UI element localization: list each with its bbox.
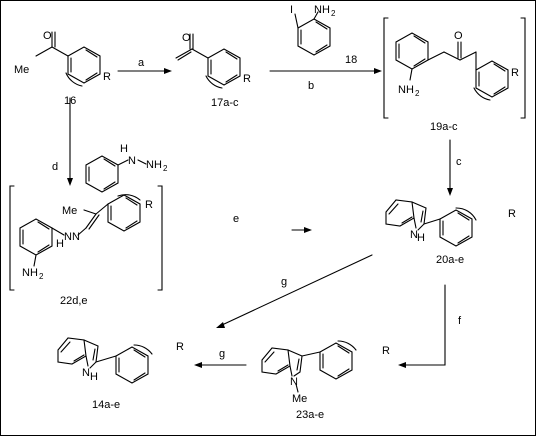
compound-22-label: 22d,e <box>60 295 88 307</box>
atom-r-19: R <box>511 67 519 79</box>
atom-n1-22: N <box>64 231 72 243</box>
atom-nh2-hydrazine-sub: 2 <box>163 164 168 173</box>
phenylhydrazine-structure <box>85 155 147 193</box>
atom-nh2-18: NH <box>314 4 330 16</box>
atom-o-16: O <box>43 30 52 42</box>
atom-me-16: Me <box>14 64 29 76</box>
reagent-18-label: 18 <box>345 54 357 66</box>
condition-c: c <box>456 156 462 168</box>
condition-b: b <box>308 80 314 92</box>
condition-e: e <box>233 213 239 225</box>
atom-nh2-19: NH <box>398 84 414 96</box>
compound-23-structure <box>261 340 357 393</box>
condition-f: f <box>458 315 462 327</box>
condition-g-horizontal: g <box>219 348 225 360</box>
compound-16-structure <box>35 31 101 87</box>
compound-17-label: 17a-c <box>211 97 239 109</box>
compound-14-structure <box>57 337 153 384</box>
atom-h-20: H <box>417 232 425 244</box>
compound-20-structure <box>385 199 477 247</box>
atom-n2-22: N <box>72 231 80 243</box>
atom-o-19: O <box>454 30 463 42</box>
compound-23-label: 23a-e <box>296 409 324 421</box>
atom-r-22: R <box>145 199 153 211</box>
condition-a: a <box>138 57 145 69</box>
compound-17-structure <box>175 33 241 89</box>
atom-i-18: I <box>290 4 293 16</box>
atom-nh2-22-sub: 2 <box>39 272 44 281</box>
atom-nh2-22: NH <box>22 267 38 279</box>
atom-r-23: R <box>382 345 390 357</box>
atom-n-23: N <box>290 376 298 388</box>
compound-16-label: 16 <box>64 95 76 107</box>
compound-19-label: 19a-c <box>430 121 458 133</box>
atom-r-17: R <box>243 73 251 85</box>
atom-r-16: R <box>103 71 111 83</box>
atom-h-hydrazine: H <box>120 143 128 155</box>
atom-o-17: O <box>182 32 191 44</box>
atom-n-20: N <box>410 229 418 241</box>
condition-g-diagonal: g <box>281 276 287 288</box>
condition-d: d <box>52 161 58 173</box>
atom-me-23: Me <box>292 393 307 405</box>
compound-14-label: 14a-e <box>92 399 120 411</box>
atom-nh2-18-sub: 2 <box>331 9 336 18</box>
atom-h-22: H <box>56 238 64 250</box>
compound-20-label: 20a-e <box>436 254 464 266</box>
atom-nh2-hydrazine: NH <box>146 159 162 171</box>
atom-n-hydrazine: N <box>128 155 136 167</box>
atom-r-14: R <box>176 341 184 353</box>
arrow-g-diagonal <box>221 254 373 326</box>
atom-nh2-19-sub: 2 <box>415 89 420 98</box>
atom-r-20: R <box>508 208 516 220</box>
atom-me-22: Me <box>62 205 77 217</box>
compound-19-structure <box>383 17 526 119</box>
arrow-f <box>403 284 446 366</box>
compound-18-structure <box>294 11 331 56</box>
atom-h-14: H <box>90 371 98 383</box>
compound-22-structure <box>9 185 163 291</box>
atom-n-14: N <box>82 367 90 379</box>
